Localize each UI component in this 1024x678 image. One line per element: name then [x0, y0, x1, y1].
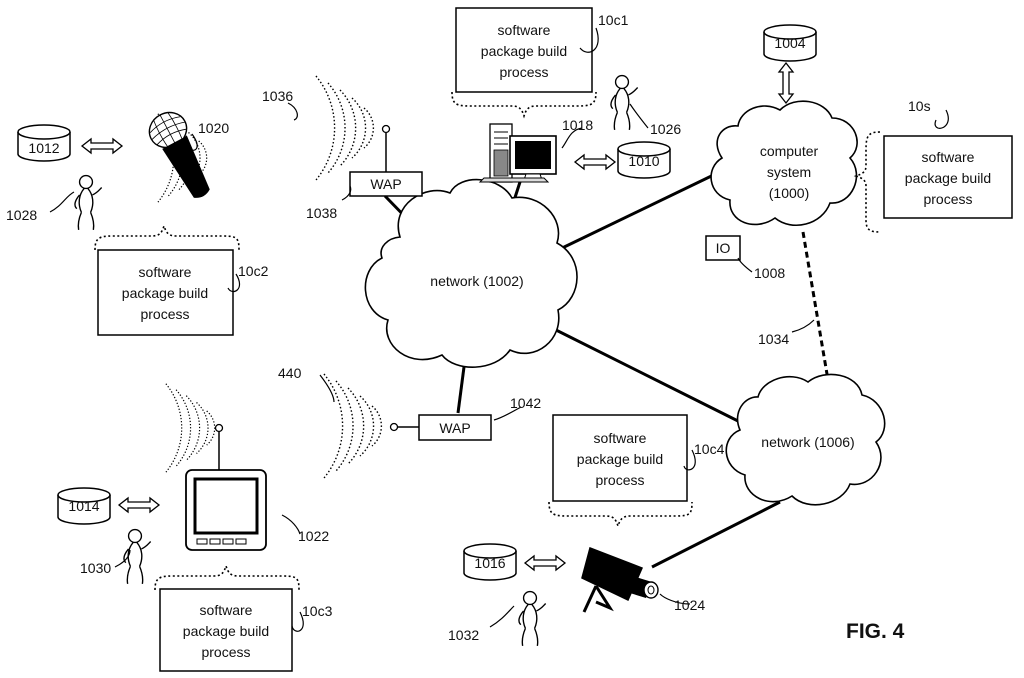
ref-1032: 1032	[448, 627, 479, 643]
wap-1038: WAP	[350, 126, 422, 197]
wireless-waves-handheld	[166, 384, 215, 472]
svg-text:software: software	[139, 264, 192, 280]
double-arrow-1016	[525, 556, 565, 570]
svg-text:process: process	[923, 191, 972, 207]
svg-text:software: software	[200, 602, 253, 618]
io-link-1034	[803, 232, 828, 380]
computer-system-label-line1: computer	[760, 143, 819, 159]
svg-text:package build: package build	[183, 623, 269, 639]
handheld-device-icon	[186, 425, 266, 551]
database-1010-label: 1010	[628, 153, 659, 169]
ref-1038: 1038	[306, 205, 337, 221]
ref-10c4: 10c4	[694, 441, 725, 457]
computer-system-label-line3: (1000)	[769, 185, 809, 201]
ref-1018: 1018	[562, 117, 593, 133]
ref-440: 440	[278, 365, 302, 381]
person-1026-icon	[611, 76, 638, 130]
person-1028-icon	[75, 176, 102, 230]
svg-text:package build: package build	[481, 43, 567, 59]
ref-1030: 1030	[80, 560, 111, 576]
ref-1042: 1042	[510, 395, 541, 411]
double-arrow-1004	[779, 63, 793, 103]
ref-10c2: 10c2	[238, 263, 269, 279]
double-arrow-1010	[575, 155, 615, 169]
svg-text:process: process	[595, 472, 644, 488]
ref-10c3: 10c3	[302, 603, 333, 619]
wap-1042: WAP	[391, 415, 492, 440]
wap-1038-label: WAP	[370, 176, 401, 192]
wap-1042-label: WAP	[439, 420, 470, 436]
io-label: IO	[716, 240, 731, 256]
svg-text:package build: package build	[577, 451, 663, 467]
ref-1024: 1024	[674, 597, 705, 613]
wireless-waves-440	[324, 374, 381, 478]
network-1006-label: network (1006)	[761, 434, 854, 450]
svg-text:software: software	[498, 22, 551, 38]
process-box-10s: software package build process	[884, 136, 1012, 218]
computer-system-label-line2: system	[767, 164, 811, 180]
svg-text:software: software	[922, 149, 975, 165]
database-1012-label: 1012	[28, 140, 59, 156]
svg-text:package build: package build	[122, 285, 208, 301]
svg-text:software: software	[594, 430, 647, 446]
ref-1036: 1036	[262, 88, 293, 104]
database-1016-label: 1016	[474, 555, 505, 571]
svg-text:package build: package build	[905, 170, 991, 186]
figure-label: FIG. 4	[846, 620, 905, 643]
security-camera-icon	[582, 548, 658, 612]
ref-10s: 10s	[908, 98, 931, 114]
ref-1022: 1022	[298, 528, 329, 544]
ref-1028: 1028	[6, 207, 37, 223]
process-box-10c2: software package build process	[98, 250, 233, 335]
process-box-10c1: software package build process	[456, 8, 592, 92]
network-1002-label: network (1002)	[430, 273, 523, 289]
desktop-computer-icon	[480, 124, 556, 182]
double-arrow-1014	[119, 498, 159, 512]
ref-10c1: 10c1	[598, 12, 629, 28]
ref-1008: 1008	[754, 265, 785, 281]
ref-1020: 1020	[198, 120, 229, 136]
svg-text:process: process	[499, 64, 548, 80]
process-box-10c3: software package build process	[160, 589, 292, 671]
double-arrow-1012	[82, 139, 122, 153]
database-1014-label: 1014	[68, 498, 99, 514]
ref-1034: 1034	[758, 331, 789, 347]
ref-1026: 1026	[650, 121, 681, 137]
svg-text:process: process	[140, 306, 189, 322]
database-1004-label: 1004	[774, 35, 805, 51]
svg-text:process: process	[201, 644, 250, 660]
wireless-waves-1036	[316, 76, 373, 180]
process-box-10c4: software package build process	[553, 415, 687, 501]
person-1032-icon	[519, 592, 546, 646]
